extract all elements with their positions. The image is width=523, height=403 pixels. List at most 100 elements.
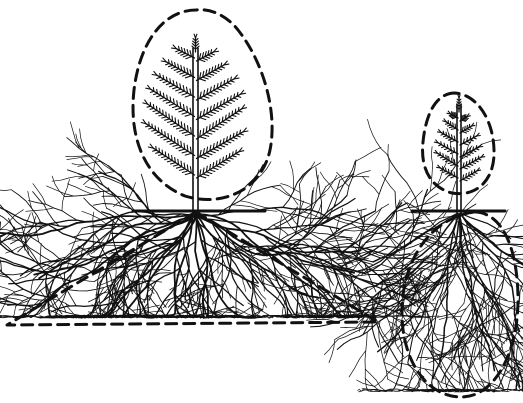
root-strand [439,316,461,320]
needle [467,125,468,128]
needle [227,102,231,103]
needle [182,171,188,173]
needle [453,123,454,127]
needle [181,53,186,55]
needle [207,94,212,96]
needle [434,153,438,154]
needle [227,83,231,84]
needle [448,162,452,163]
root-strand [382,175,395,191]
root-strand [335,326,374,339]
needle [216,126,221,127]
needle [439,145,442,146]
needle [236,136,240,137]
needle [218,64,219,68]
needle [173,87,178,89]
needle [465,126,466,130]
needle [472,159,473,163]
needle [222,117,223,122]
needle [212,72,217,74]
needle [183,55,188,57]
needle [220,145,225,147]
root-strand [0,278,15,292]
needle [185,173,191,175]
needle [233,133,234,137]
needle [173,106,178,108]
needle [162,156,166,157]
needle [237,96,241,97]
needle [210,170,215,172]
needle [155,126,156,130]
needle [157,96,161,97]
root-strand [0,195,24,228]
needle [157,106,158,110]
needle [171,67,175,69]
needle [169,114,170,119]
needle [158,128,159,132]
needle [475,157,476,160]
branch [197,79,235,100]
needle [185,114,191,116]
root-strand [362,177,379,195]
needle [229,154,230,158]
root-strand [454,358,472,392]
needle [166,102,171,103]
needle [213,110,218,112]
root-strand [355,147,381,161]
needle [213,123,214,128]
root-strand [15,277,26,281]
needle [445,148,449,149]
needle [207,114,213,116]
needle [209,74,214,76]
right-stem [457,104,461,215]
needle [469,164,473,165]
needle [165,152,166,157]
needle [166,112,167,117]
needle [465,130,469,131]
needle [450,152,454,154]
needle [156,146,157,150]
root-strand [365,246,405,248]
root-strand [72,164,87,166]
needle [176,147,182,149]
needle [171,136,172,141]
root-strand [67,184,92,194]
needle [166,83,170,85]
needle [213,149,218,151]
left-stem [193,48,198,213]
root-strand [31,279,33,294]
needle [220,106,225,108]
needle [451,176,455,178]
needle [478,156,479,159]
needle [160,74,161,78]
needle [169,104,174,106]
root-strand [240,201,273,209]
needle [229,118,233,119]
needle [216,166,221,168]
root-strand [324,339,338,354]
needle [177,128,183,129]
needle [440,157,443,158]
needle [462,132,466,133]
needle [203,155,209,157]
needle [186,57,192,59]
needle [179,110,185,112]
needle [164,139,169,140]
needle [163,100,168,101]
needle [174,138,175,143]
needle [444,136,447,137]
needle [169,85,174,87]
needle [178,120,179,126]
needle [185,95,191,97]
needle [165,119,170,120]
branch [157,75,194,97]
root-strand [26,208,54,211]
needle [469,160,470,164]
needle [437,132,441,133]
needle [172,156,173,161]
needle [231,77,232,81]
needle [441,134,444,135]
root-strand [349,351,366,377]
needle [447,145,448,149]
needle [476,146,477,149]
